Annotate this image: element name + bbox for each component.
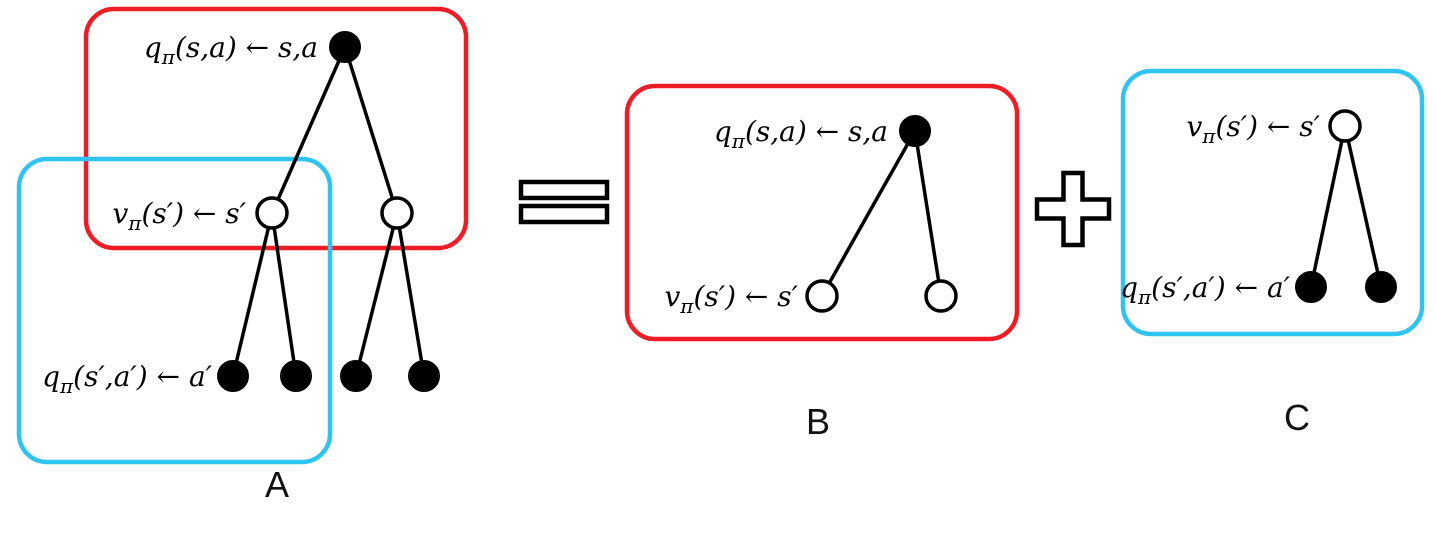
label-c-root: vπ(s′) ← s′ [1186,110,1320,148]
node-b-left-state [805,279,839,313]
cyan-region-box-c [1120,68,1425,337]
label-b-leaf: vπ(s′) ← s′ [664,280,798,318]
label-a-leaf: qπ(s′,a′) ← a′ [42,360,213,398]
label-a-mid: vπ(s′) ← s′ [112,197,246,235]
label-c-leaf: qπ(s′,a′) ← a′ [1120,271,1291,309]
caption-b: B [806,401,830,442]
equals-icon-bottom-bar [518,203,610,225]
edge-c-root-right [1343,124,1383,289]
node-c-leaf1-action [1295,271,1327,303]
node-a-left-state [255,196,289,230]
node-a-right-state [380,196,414,230]
node-a-leaf4-action [408,360,440,392]
label-b-root: qπ(s,a) ← s,a [714,115,888,153]
node-a-root-action [329,31,361,63]
node-b-root-action [899,115,931,147]
red-region-box-b [624,83,1020,342]
edge-a-leftmid-leaf2 [270,211,298,378]
edge-a-rightmid-leaf3 [354,211,399,378]
edge-a-leftmid-leaf1 [231,211,274,378]
edge-b-root-left [820,129,917,298]
node-b-right-state [924,279,958,313]
edge-b-root-right [913,129,943,298]
node-c-leaf2-action [1365,271,1397,303]
node-a-leaf1-action [217,360,249,392]
cyan-region-box-a [16,156,333,465]
equals-icon [518,179,610,225]
equals-icon-top-bar [518,179,610,201]
edge-a-rightmid-leaf4 [395,211,426,378]
node-a-leaf2-action [280,360,312,392]
label-a-root: qπ(s,a) ← s,a [144,31,318,69]
caption-a: A [265,464,289,505]
edge-a-root-leftmid [270,45,347,215]
plus-icon [1034,170,1112,248]
edge-a-root-rightmid [343,45,399,215]
edge-c-root-left [1309,124,1347,289]
node-a-leaf3-action [340,360,372,392]
node-c-root-state [1328,109,1362,143]
caption-c: C [1284,397,1310,438]
